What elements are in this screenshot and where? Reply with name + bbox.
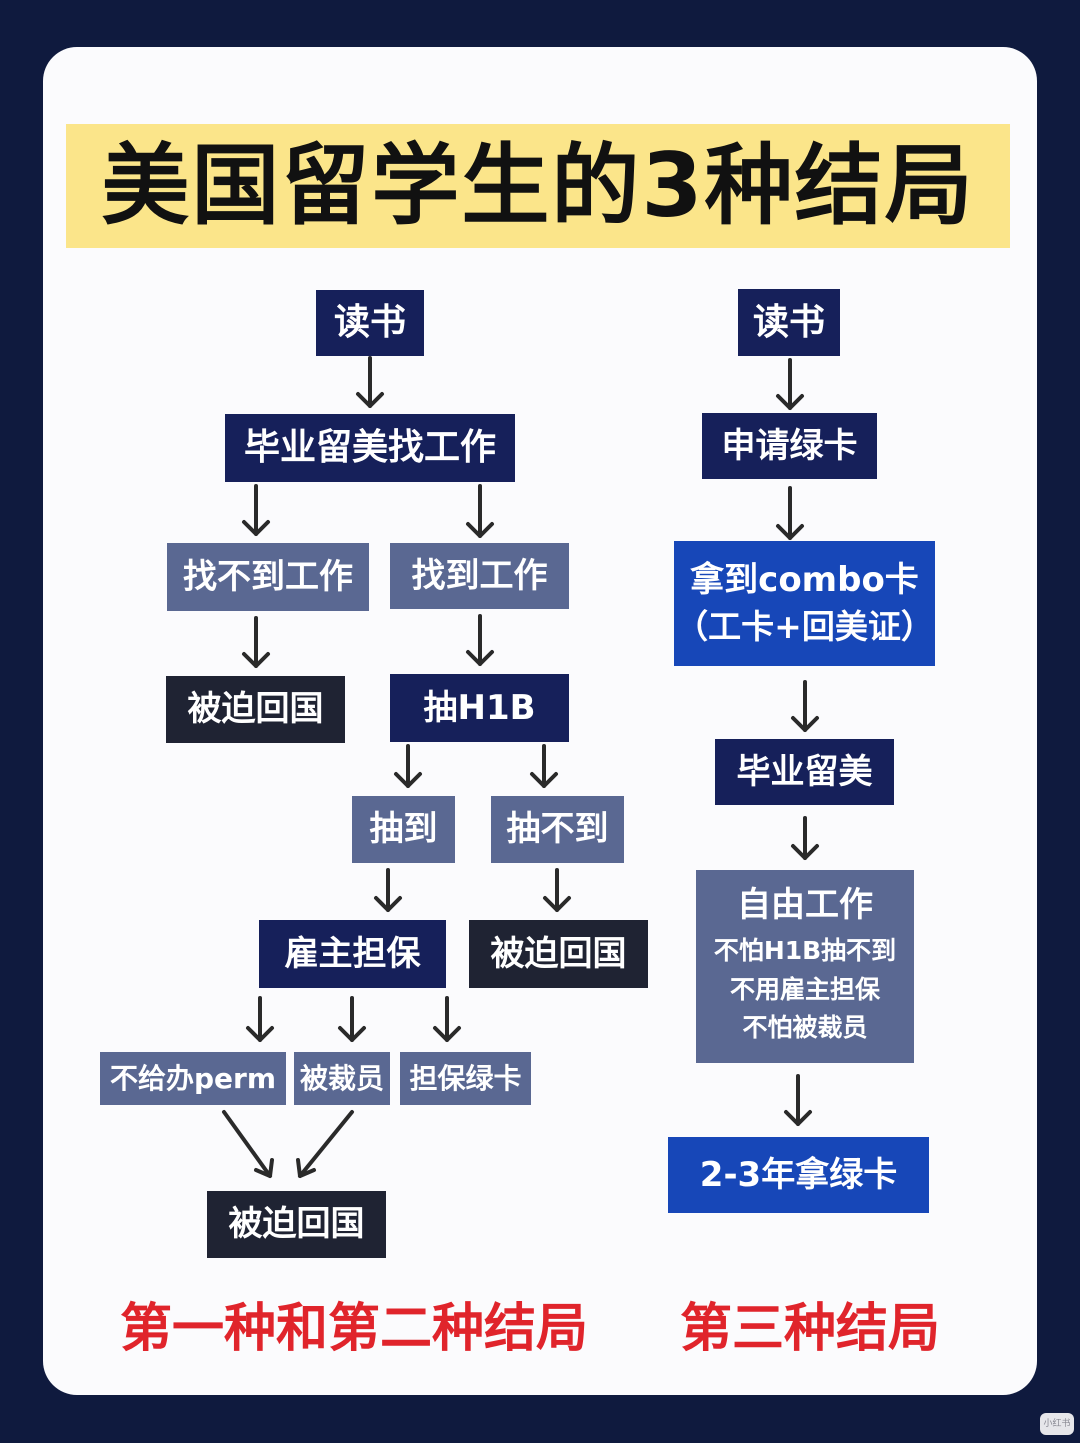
combo-line-2: （工卡+回美证） [675, 607, 934, 647]
combo-line-1: 拿到combo卡 [690, 560, 919, 601]
caption-left: 第一种和第二种结局 [120, 1299, 589, 1359]
page-title: 美国留学生的3种结局 [101, 134, 975, 237]
arrowhead [374, 896, 402, 912]
arrowhead [466, 522, 494, 538]
free-work-title: 自由工作 [737, 884, 873, 925]
arrowhead [530, 772, 558, 788]
arrowhead [242, 652, 270, 668]
caption-right: 第三种结局 [680, 1299, 941, 1359]
arrowhead [543, 896, 571, 912]
arrowhead [466, 650, 494, 666]
node-get-greencard: 2-3年拿绿卡 [668, 1137, 929, 1213]
free-work-line-3: 不怕被裁员 [742, 1013, 868, 1043]
node-got-job: 找到工作 [390, 543, 569, 609]
arrowhead [242, 520, 270, 536]
node-lottery: 抽H1B [390, 674, 569, 742]
node-no-job: 找不到工作 [167, 543, 369, 611]
arrowhead [338, 1026, 366, 1042]
node-stay-us: 毕业留美 [715, 739, 894, 805]
watermark-logo: 小红书 [1040, 1413, 1074, 1435]
node-greencard-sponsor: 担保绿卡 [400, 1052, 531, 1105]
node-laid-off: 被裁员 [294, 1052, 390, 1105]
node-study-right: 读书 [738, 289, 840, 356]
arrowhead [394, 772, 422, 788]
node-find-job: 毕业留美找工作 [225, 414, 515, 482]
node-go-home-3: 被迫回国 [207, 1191, 386, 1258]
node-sponsor: 雇主担保 [259, 920, 446, 988]
node-combo-card: 拿到combo卡 （工卡+回美证） [674, 541, 935, 666]
node-free-work: 自由工作 不怕H1B抽不到 不用雇主担保 不怕被裁员 [696, 870, 914, 1063]
arrowhead [776, 394, 804, 410]
free-work-line-1: 不怕H1B抽不到 [713, 935, 897, 965]
arrowhead [246, 1026, 274, 1042]
title-banner [66, 124, 1010, 248]
node-lost: 抽不到 [491, 796, 624, 863]
node-go-home-2: 被迫回国 [469, 920, 648, 988]
node-apply-greencard: 申请绿卡 [702, 413, 877, 479]
arrow-noperm-gohome [222, 1110, 272, 1178]
arrowhead [254, 1158, 274, 1178]
node-go-home-1: 被迫回国 [166, 676, 345, 743]
node-won: 抽到 [352, 796, 455, 863]
arrowhead [791, 844, 819, 860]
node-no-perm: 不给办perm [100, 1052, 286, 1105]
arrowhead [791, 716, 819, 732]
arrowhead [433, 1026, 461, 1042]
arrowhead [356, 392, 384, 408]
arrowhead [776, 524, 804, 540]
node-study-left: 读书 [316, 290, 424, 356]
arrow-laidoff-gohome [298, 1110, 354, 1178]
arrowhead [784, 1110, 812, 1126]
arrowhead [296, 1158, 316, 1178]
free-work-line-2: 不用雇主担保 [729, 974, 880, 1004]
